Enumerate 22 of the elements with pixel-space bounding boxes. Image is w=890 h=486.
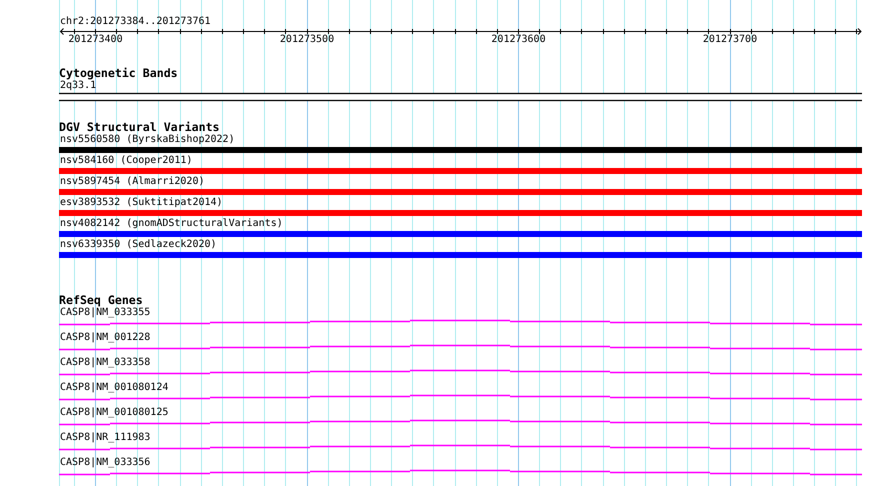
axis-tick-label: 201273400	[68, 34, 123, 46]
axis-tick-label: 201273600	[491, 34, 546, 46]
variant-label: nsv5897454 (Almarri2020)	[60, 176, 204, 188]
gene-label: CASP8|NM_033356	[60, 457, 150, 470]
coordinate-range-label: chr2:201273384..201273761	[60, 16, 211, 28]
gene-label: CASP8|NM_033355	[60, 307, 150, 320]
variant-label: nsv584160 (Cooper2011)	[60, 155, 192, 168]
track-heading: DGV Structural Variants	[59, 120, 220, 134]
gene-label: CASP8|NM_033358	[60, 357, 150, 370]
variant-label: nsv6339350 (Sedlazeck2020)	[60, 239, 217, 252]
variant-label: esv3893532 (Suktitipat2014)	[60, 197, 223, 210]
axis-tick-label: 201273500	[280, 34, 334, 46]
axis-tick-label: 201273700	[702, 34, 758, 46]
track-heading: RefSeq Genes	[59, 294, 143, 308]
track-heading: Cytogenetic Bands	[59, 66, 178, 80]
variant-label: nsv5560580 (ByrskaBishop2022)	[60, 134, 235, 146]
gene-label: CASP8|NM_001228	[60, 332, 150, 344]
gene-label: CASP8|NR_111983	[60, 432, 150, 444]
band-label: 2q33.1	[60, 80, 96, 92]
gene-label: CASP8|NM_001080124	[60, 382, 168, 394]
variant-label: nsv4082142 (gnomADStructuralVariants)	[60, 218, 283, 230]
gene-label: CASP8|NM_001080125	[60, 407, 168, 420]
